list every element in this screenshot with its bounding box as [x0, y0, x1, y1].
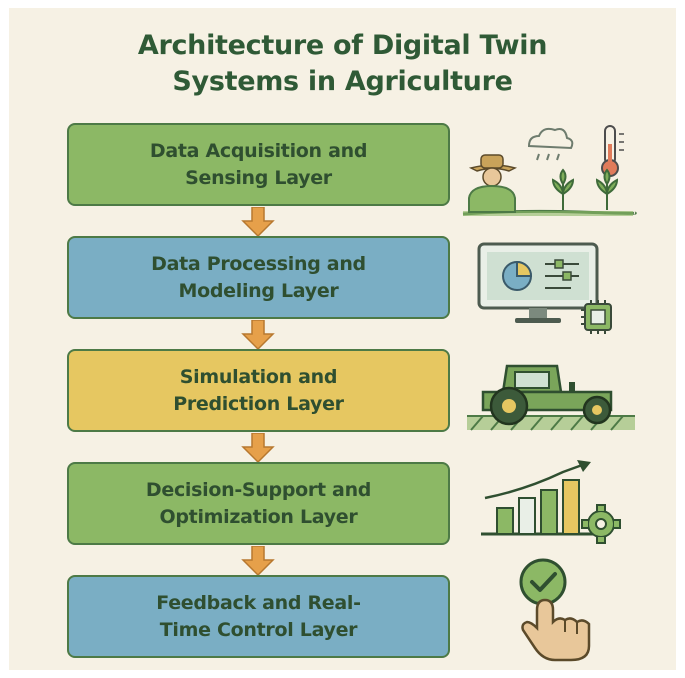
- flow-arrow-2: [241, 320, 275, 350]
- farmer-weather-crops-icon: [462, 125, 637, 216]
- layer-simulation-prediction: Simulation and Prediction Layer: [67, 349, 450, 432]
- flow-arrow-1: [241, 207, 275, 237]
- diagram-canvas: Architecture of Digital Twin Systems in …: [9, 8, 676, 670]
- bar-chart-gear-icon: [481, 460, 621, 544]
- layer-decision-support: Decision-Support and Optimization Layer: [67, 462, 450, 545]
- flow-arrow-4: [241, 546, 275, 576]
- flow-arrow-3: [241, 433, 275, 463]
- layer-data-acquisition: Data Acquisition and Sensing Layer: [67, 123, 450, 206]
- layer-data-processing: Data Processing and Modeling Layer: [67, 236, 450, 319]
- tractor-icon: [467, 364, 635, 431]
- computer-chip-icon: [477, 242, 612, 334]
- hand-tap-check-icon: [519, 558, 591, 662]
- diagram-title: Architecture of Digital Twin Systems in …: [137, 30, 548, 97]
- layer-feedback-control: Feedback and Real- Time Control Layer: [67, 575, 450, 658]
